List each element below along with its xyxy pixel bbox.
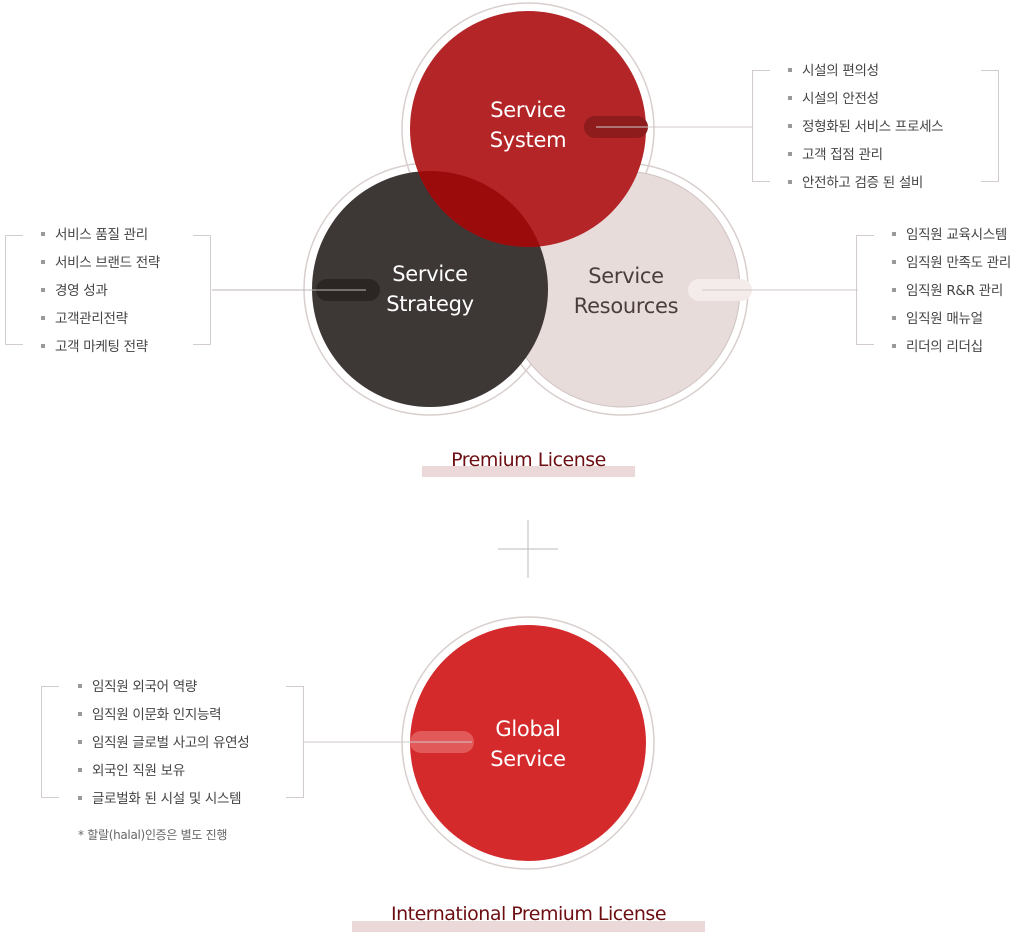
global-ring: [401, 616, 655, 870]
system-bracket-right: [981, 70, 999, 182]
strategy-bracket-right: [193, 235, 211, 345]
list-item: 임직원 외국어 역량: [78, 676, 249, 704]
strategy-label: Service Strategy: [386, 262, 474, 316]
international-license-bar: [352, 921, 705, 932]
list-item: 외국인 직원 보유: [78, 760, 249, 788]
global-bracket-left: [41, 686, 59, 798]
resources-label: Service Resources: [573, 264, 679, 318]
list-item: 임직원 교육시스템: [892, 224, 1011, 252]
list-item: 임직원 만족도 관리: [892, 252, 1011, 280]
list-item: 고객관리전략: [41, 308, 160, 336]
list-item: 정형화된 서비스 프로세스: [788, 116, 944, 144]
list-item: 경영 성과: [41, 280, 160, 308]
overlap-region: [410, 171, 548, 247]
international-license-label: International Premium License: [352, 903, 705, 932]
list-item: 서비스 브랜드 전략: [41, 252, 160, 280]
list-item: 임직원 매뉴얼: [892, 308, 1011, 336]
strategy-bracket-left: [5, 235, 23, 345]
list-item: 리더의 리더십: [892, 336, 1011, 364]
list-item: 서비스 품질 관리: [41, 224, 160, 252]
list-item: 임직원 R&R 관리: [892, 280, 1011, 308]
list-item: 임직원 글로벌 사고의 유연성: [78, 732, 250, 760]
list-item: 임직원 이문화 인지능력: [78, 704, 249, 732]
global-circle: [410, 625, 646, 861]
resources-list: 임직원 교육시스템 임직원 만족도 관리 임직원 R&R 관리 임직원 매뉴얼 …: [892, 224, 1011, 364]
list-item: 고객 마케팅 전략: [41, 336, 160, 364]
system-bracket-left: [752, 70, 770, 182]
system-list: 시설의 편의성 시설의 안전성 정형화된 서비스 프로세스 고객 접점 관리 안…: [788, 60, 944, 200]
resources-bracket-left: [856, 235, 874, 345]
global-label: Global Service: [490, 717, 566, 771]
list-item: 시설의 안전성: [788, 88, 943, 116]
premium-license-bar: [422, 466, 635, 477]
premium-license-label: Premium License: [422, 449, 635, 477]
list-item: 시설의 편의성: [788, 60, 943, 88]
strategy-list: 서비스 품질 관리 서비스 브랜드 전략 경영 성과 고객관리전략 고객 마케팅…: [41, 224, 160, 364]
list-item: 글로벌화 된 시설 및 시스템: [78, 788, 249, 816]
global-list: 임직원 외국어 역량 임직원 이문화 인지능력 임직원 글로벌 사고의 유연성 …: [78, 676, 250, 816]
system-label: Service System: [489, 98, 567, 152]
list-item: 고객 접점 관리: [788, 144, 943, 172]
list-item: 안전하고 검증 된 설비: [788, 172, 943, 200]
halal-note: * 할랄(halal)인증은 별도 진행: [78, 828, 228, 842]
global-bracket-right: [286, 686, 304, 798]
